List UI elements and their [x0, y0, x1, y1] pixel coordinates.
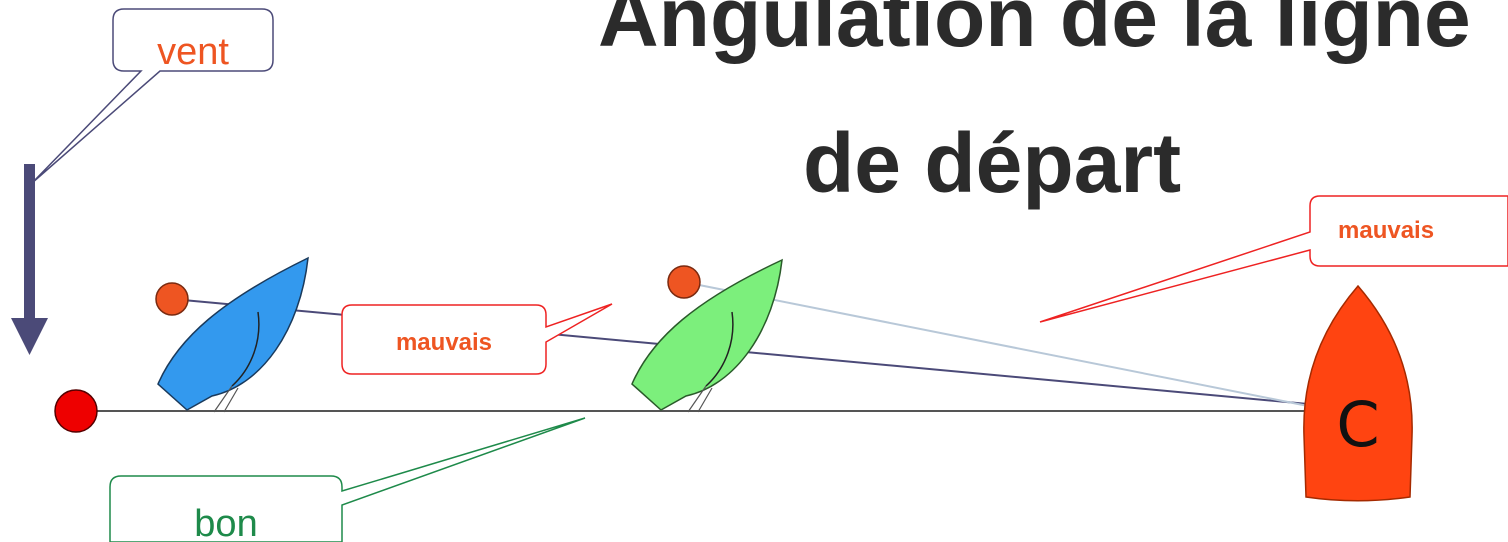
- bad-callout-center: [341, 303, 613, 375]
- title-line-1: Angulation de la ligne: [598, 0, 1471, 64]
- bad-callout-right-text: mauvais: [1338, 217, 1434, 244]
- mark-center: [667, 265, 701, 299]
- good-callout-text: bon: [194, 503, 257, 542]
- mark-left: [155, 282, 189, 316]
- committee-boat-icon: [1303, 284, 1413, 502]
- title-line-2: de départ: [803, 116, 1181, 210]
- bad-callout-right: [1039, 195, 1508, 323]
- wind-callout: [31, 8, 274, 184]
- wind-arrow-icon: [11, 164, 48, 355]
- bad-callout-center-text: mauvais: [396, 329, 492, 356]
- wind-callout-text: vent: [157, 31, 229, 73]
- green-boat-icon: [631, 258, 783, 413]
- committee-boat-letter: C: [1336, 388, 1379, 461]
- good-callout: [109, 417, 586, 542]
- blue-boat-icon: [157, 256, 309, 413]
- bad-line-center-mark: [683, 281, 1309, 407]
- pin-buoy: [54, 389, 98, 433]
